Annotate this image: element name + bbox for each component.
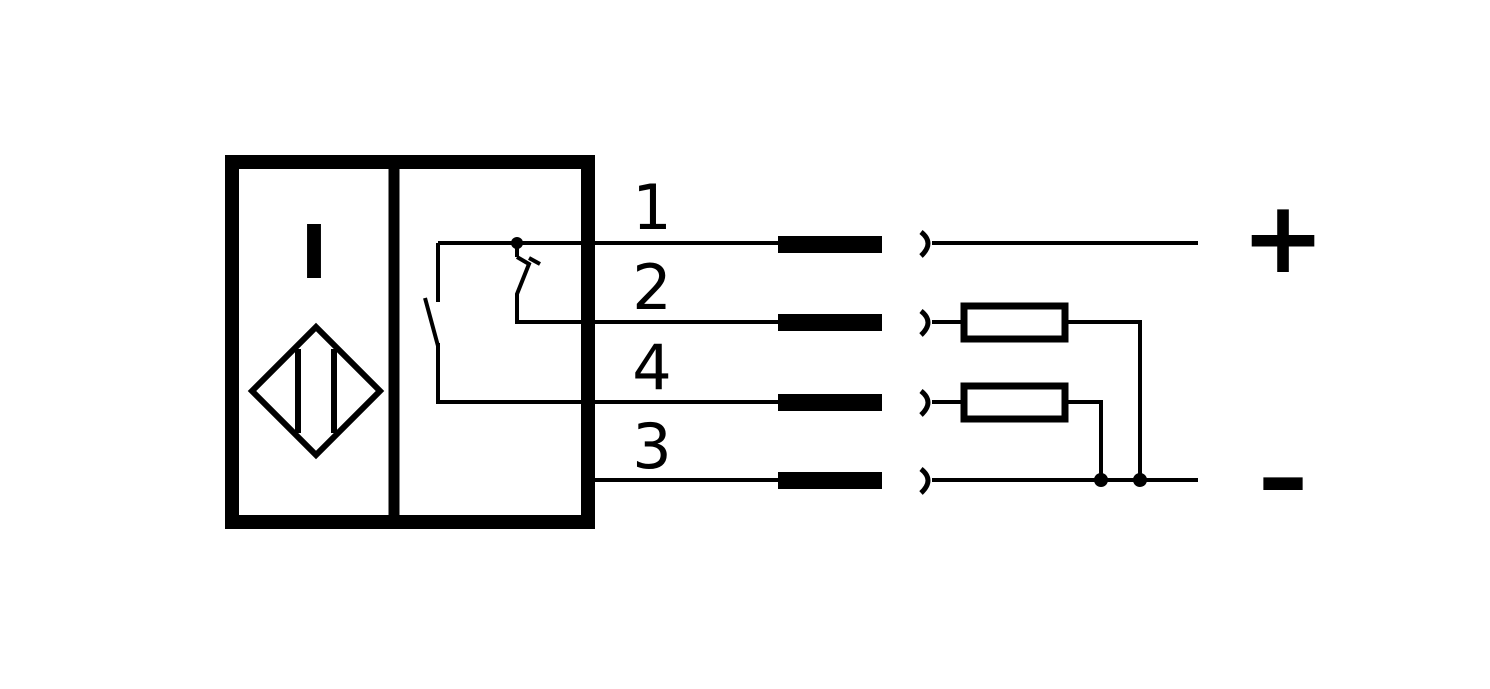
socket-contact-1 bbox=[919, 230, 931, 258]
inductive-sensor-icon bbox=[247, 322, 385, 460]
positive-terminal-label: + bbox=[1241, 179, 1325, 296]
negative-terminal-label: – bbox=[1258, 418, 1308, 535]
sensor-type-letter: I bbox=[300, 210, 328, 296]
load-resistor-2 bbox=[960, 382, 1069, 423]
contact-junction-dot bbox=[511, 237, 523, 249]
pin-label-2: 2 bbox=[632, 251, 671, 324]
load-resistor-1 bbox=[960, 302, 1069, 343]
pin-label-1: 1 bbox=[632, 171, 671, 244]
pin-label-4: 4 bbox=[632, 331, 671, 404]
socket-contacts bbox=[919, 230, 931, 495]
socket-contact-2 bbox=[919, 309, 931, 337]
plug-pin-1 bbox=[778, 236, 882, 253]
pin-label-3: 3 bbox=[632, 410, 671, 483]
socket-contact-4 bbox=[919, 389, 931, 417]
junction-dot bbox=[1094, 473, 1108, 487]
sensor-housing bbox=[225, 155, 595, 529]
external-wiring bbox=[932, 241, 1198, 482]
junction-dot bbox=[1133, 473, 1147, 487]
plug-pins bbox=[778, 236, 882, 489]
plug-pin-3 bbox=[778, 472, 882, 489]
socket-contact-3 bbox=[919, 467, 931, 495]
changeover-contact bbox=[423, 241, 780, 404]
plug-pin-2 bbox=[778, 314, 882, 331]
plug-pin-4 bbox=[778, 394, 882, 411]
housing-outline bbox=[225, 155, 595, 529]
